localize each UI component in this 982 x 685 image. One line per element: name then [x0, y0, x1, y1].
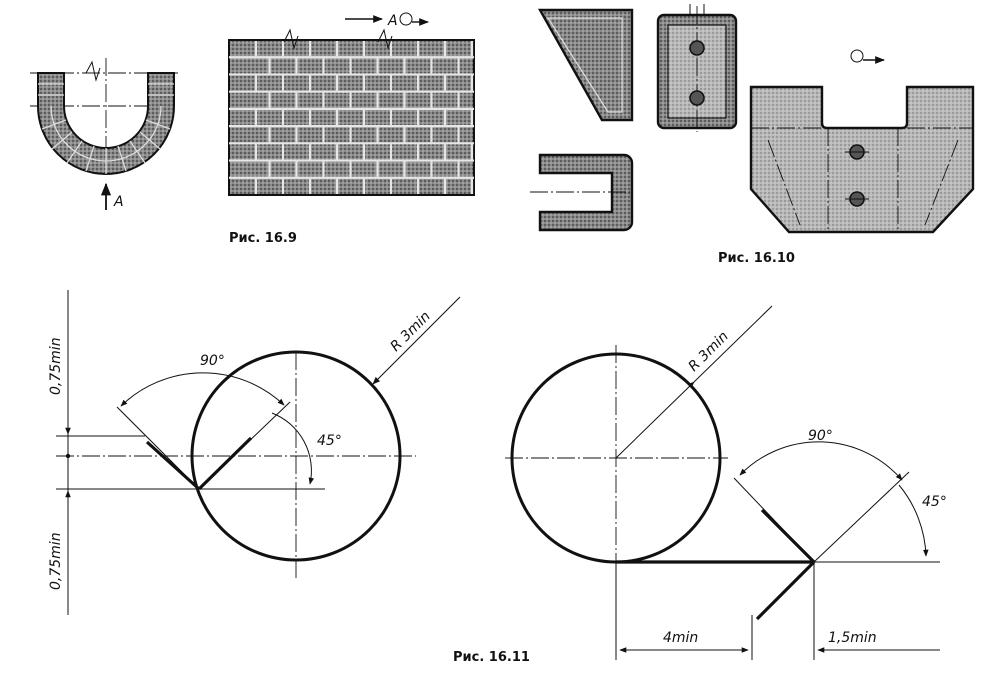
- caption-fig-16-11: Рис. 16.11: [453, 650, 530, 665]
- c-clip: [538, 153, 634, 232]
- right-dim-15-label: 1,5min: [828, 630, 877, 646]
- right-angle-45: 45°: [922, 494, 947, 510]
- right-line-b: [755, 560, 816, 621]
- wall-break-mark-1: [283, 28, 299, 50]
- rotation-symbol-2: [850, 49, 885, 64]
- u-section-figure: A: [30, 58, 180, 210]
- wedge-plate: [537, 8, 634, 122]
- wedge-plate-edge: [546, 17, 623, 113]
- left-gap-top-label: 0,75min: [48, 337, 64, 395]
- left-arc-90: [120, 372, 285, 407]
- bracket-bevel-right: [924, 139, 959, 226]
- left-dim-dot: [65, 453, 71, 459]
- channel-hole-top: [689, 40, 705, 56]
- brick-wall-joints: [229, 41, 474, 194]
- channel-slot: [689, 4, 705, 14]
- right-arc-45: [898, 484, 929, 557]
- caption-fig-16-9: Рис. 16.9: [229, 231, 297, 246]
- u-section-break-mark: [85, 60, 101, 82]
- right-radius-line: [615, 381, 695, 459]
- right-ext-b: [813, 471, 910, 563]
- u-section-brick-joints: [38, 83, 174, 174]
- left-gap-bottom-label: 0,75min: [48, 532, 64, 590]
- left-radius-leader: [372, 296, 461, 385]
- caption-fig-16-10: Рис. 16.10: [718, 251, 795, 266]
- view-a-top-label: A: [387, 13, 398, 29]
- parts-figure: [530, 4, 975, 234]
- right-ext-a: [733, 477, 815, 563]
- channel-hole-bottom: [689, 90, 705, 106]
- left-circle: [190, 350, 402, 562]
- right-dim-4-label: 4min: [663, 630, 698, 646]
- left-line-a: [145, 440, 201, 491]
- bracket-bevel-left: [767, 139, 801, 226]
- left-ext-b: [198, 401, 291, 490]
- fig-16-11-right: 4min 1,5min 90° 45° R 3min: [505, 305, 947, 660]
- right-angle-90: 90°: [808, 428, 833, 444]
- left-angle-45: 45°: [317, 433, 342, 449]
- left-arc-45: [271, 412, 315, 485]
- wall-break-mark-2: [377, 28, 393, 50]
- brick-wall-figure: A: [228, 12, 475, 196]
- left-angle-90: 90°: [200, 353, 225, 369]
- large-bracket: [749, 85, 975, 234]
- left-ext-a: [116, 406, 200, 490]
- left-radius-label: R 3min: [388, 309, 434, 355]
- view-a-label: A: [113, 194, 124, 210]
- fig-16-11-left: 90° 45° R 3min 0,75min 0,75min: [48, 290, 461, 615]
- right-arc-90: [739, 441, 903, 481]
- right-radius-leader: [693, 305, 773, 383]
- rotation-symbol: [399, 12, 429, 26]
